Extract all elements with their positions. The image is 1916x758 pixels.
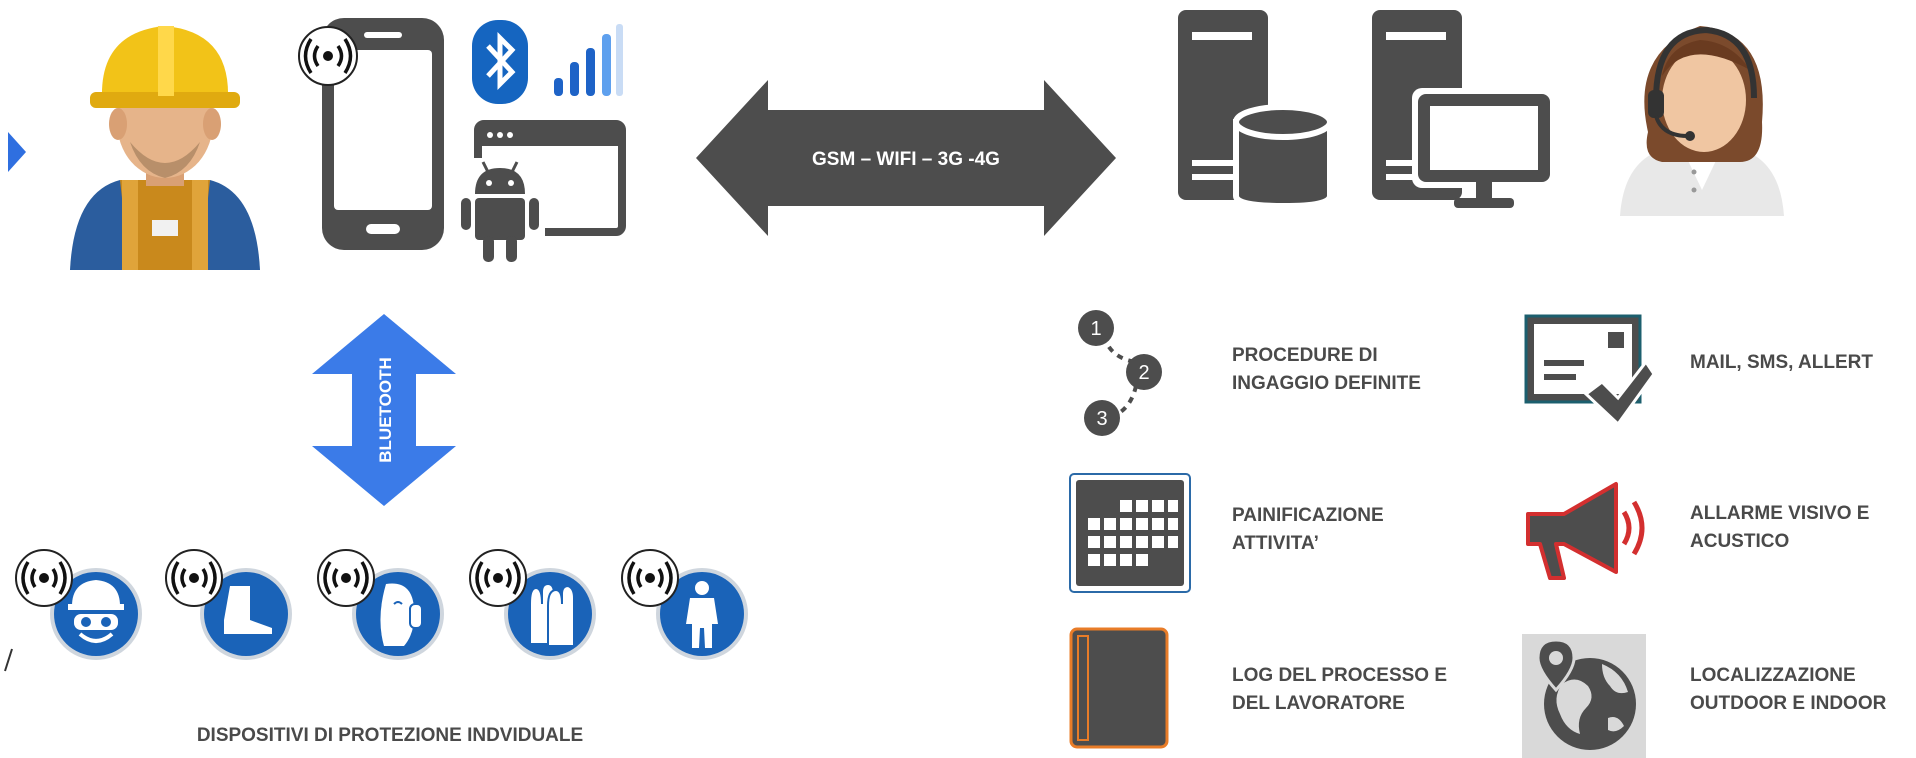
- connection-double-arrow: GSM – WIFI – 3G -4G: [696, 80, 1116, 236]
- ppe-gloves-icon: [469, 549, 596, 660]
- feature-planning-label: PAINIFICAZIONE ATTIVITA’: [1232, 505, 1384, 554]
- feature-location-label: LOCALIZZAZIONE OUTDOOR E INDOOR: [1690, 665, 1887, 714]
- bluetooth-icon: [472, 20, 528, 104]
- step-1: 1: [1090, 318, 1101, 340]
- feature-log-label: LOG DEL PROCESSO E DEL LAVORATORE: [1232, 665, 1448, 714]
- ppe-safety-boots-icon: [165, 549, 292, 660]
- feature-procedures-label: PROCEDURE DI INGAGGIO DEFINITE: [1232, 345, 1421, 394]
- log-book-icon: [1069, 627, 1169, 749]
- ppe-protective-suit-icon: [621, 549, 748, 660]
- phone-wireless-badge-icon: [298, 26, 358, 86]
- ppe-hardhat-goggles-icon: [15, 549, 142, 660]
- calendar-icon: [1069, 473, 1191, 593]
- calendar-grid: [1088, 500, 1178, 566]
- worker-icon: [70, 26, 260, 270]
- feature-alarm-label: ALLARME VISIVO E ACUSTICO: [1690, 503, 1870, 552]
- signal-strength-icon: [554, 24, 623, 96]
- steps-icon: 1 2 3: [1078, 310, 1162, 436]
- mail-check-icon: [1524, 314, 1656, 427]
- ppe-ear-protection-icon: [317, 549, 444, 660]
- step-2: 2: [1138, 362, 1149, 384]
- connection-label: GSM – WIFI – 3G -4G: [812, 149, 1000, 170]
- smartphone-icon: [322, 18, 444, 250]
- left-edge-mark: [4, 648, 13, 672]
- left-edge-arrow: [8, 132, 26, 172]
- bluetooth-label: BLUETOOTH: [376, 357, 395, 462]
- megaphone-alarm-icon: [1526, 482, 1645, 580]
- database-server-icon: [1178, 10, 1330, 210]
- android-icon: [455, 158, 545, 264]
- operator-headset-icon: [1620, 26, 1784, 216]
- feature-notifications-label: MAIL, SMS, ALLERT: [1690, 352, 1873, 373]
- bluetooth-double-arrow: BLUETOOTH: [312, 314, 456, 506]
- step-3: 3: [1096, 408, 1107, 430]
- globe-location-icon: [1522, 634, 1646, 758]
- workstation-server-icon: [1372, 10, 1556, 208]
- ppe-caption: DISPOSITIVI DI PROTEZIONE INDVIDUALE: [196, 725, 584, 746]
